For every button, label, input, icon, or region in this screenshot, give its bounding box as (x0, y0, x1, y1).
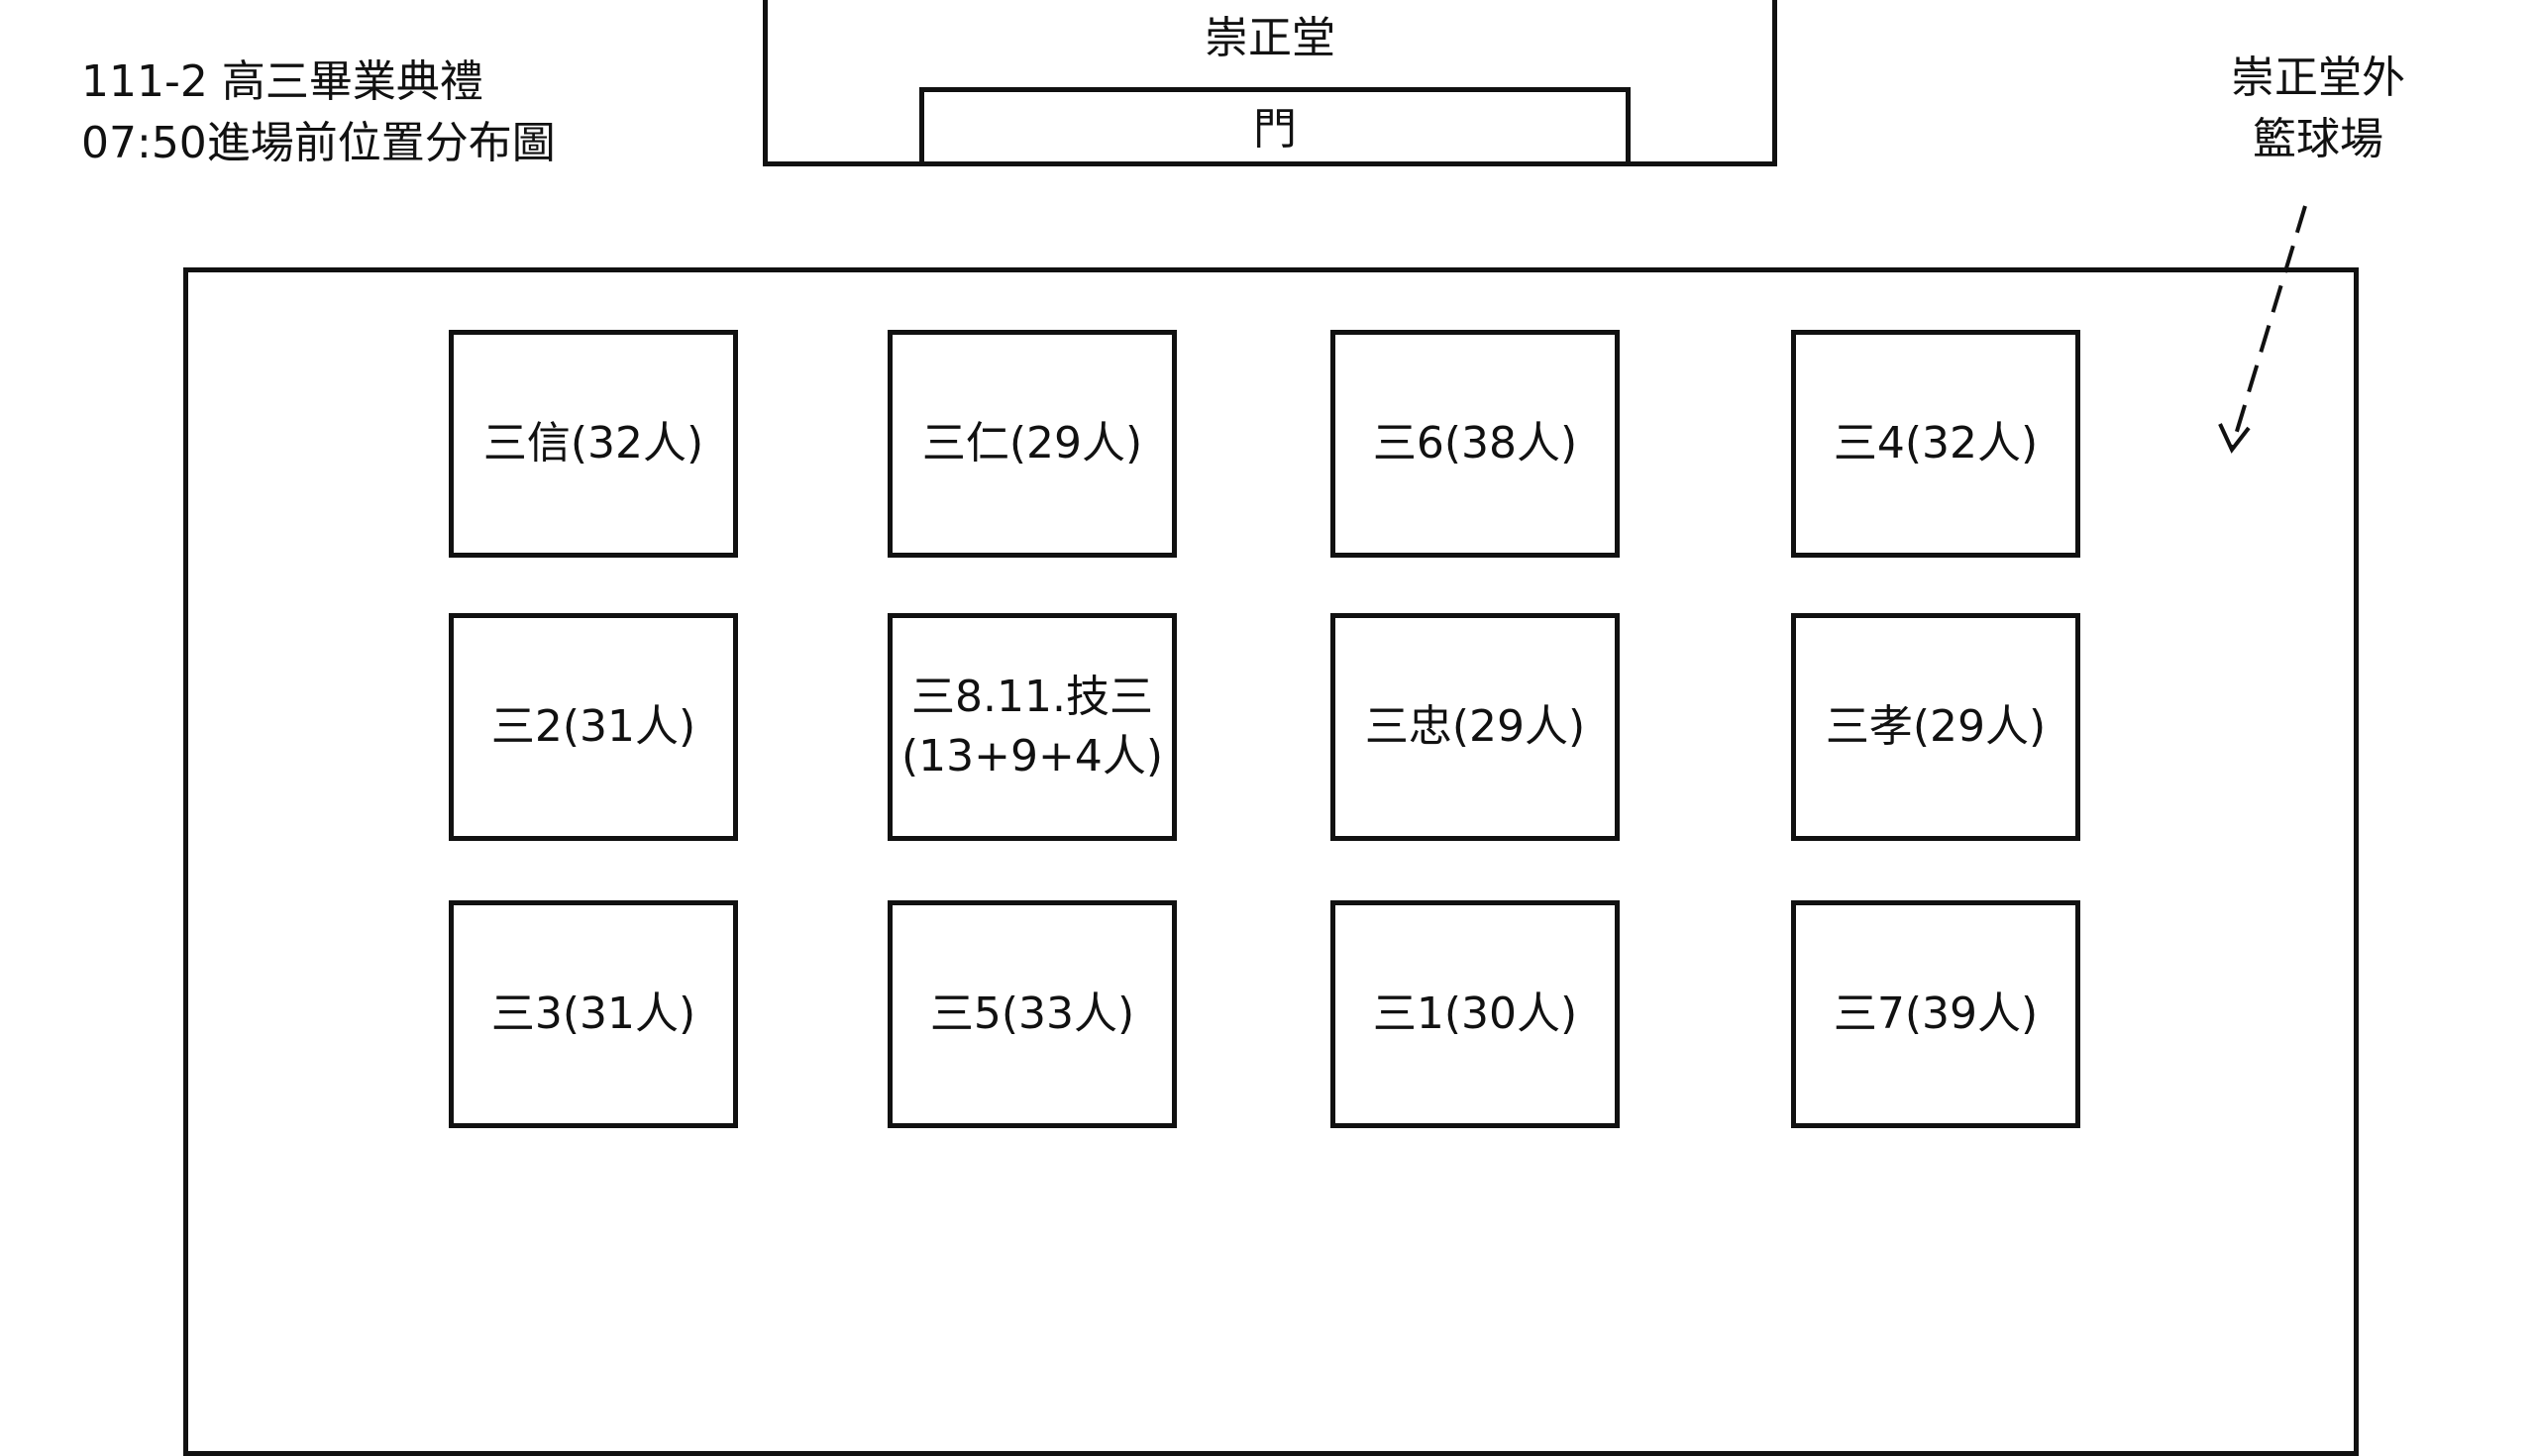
outside-label-line-1: 崇正堂外 (2231, 52, 2405, 103)
title-line-2: 07:50進場前位置分布圖 (81, 118, 556, 168)
class-label-count: (13+9+4人) (900, 731, 1164, 781)
class-label: 三4(32人) (1833, 418, 2039, 468)
class-box-r1-c1: 三信(32人) (449, 330, 738, 558)
class-box-r3-c3: 三1(30人) (1330, 900, 1620, 1128)
class-label: 三仁(29人) (921, 418, 1143, 468)
class-label: 三7(39人) (1833, 988, 2039, 1039)
arrow-head (2218, 423, 2251, 454)
class-label: 三信(32人) (482, 418, 704, 468)
diagram-title: 111-2 高三畢業典禮 07:50進場前位置分布圖 (81, 52, 556, 174)
class-box-r1-c3: 三6(38人) (1330, 330, 1620, 558)
door-label: 門 (1253, 103, 1297, 155)
class-box-r2-c4: 三孝(29人) (1791, 613, 2080, 841)
class-label: 三6(38人) (1372, 418, 1578, 468)
dashed-arrow-icon (2218, 205, 2307, 454)
outside-label-line-2: 籃球場 (2253, 114, 2383, 164)
class-box-r2-c1: 三2(31人) (449, 613, 738, 841)
hall-building: 崇正堂 門 (763, 0, 1777, 166)
class-box-r3-c1: 三3(31人) (449, 900, 738, 1128)
class-label: 三2(31人) (490, 701, 696, 752)
class-label: 三1(30人) (1372, 988, 1578, 1039)
class-box-r1-c4: 三4(32人) (1791, 330, 2080, 558)
title-line-1: 111-2 高三畢業典禮 (81, 56, 483, 107)
class-box-r3-c4: 三7(39人) (1791, 900, 2080, 1128)
class-box-r2-c3: 三忠(29人) (1330, 613, 1620, 841)
class-box-r2-c2: 三8.11.技三 (13+9+4人) (888, 613, 1177, 841)
arrow-shaft (2230, 205, 2307, 449)
class-label: 三5(33人) (929, 988, 1135, 1039)
class-label: 三8.11.技三 (911, 672, 1153, 722)
class-label: 三忠(29人) (1364, 701, 1586, 752)
outside-court-label: 崇正堂外 籃球場 (2209, 48, 2427, 170)
hall-door: 門 (919, 87, 1631, 166)
class-label: 三3(31人) (490, 988, 696, 1039)
hall-label: 崇正堂 (1205, 13, 1335, 63)
class-label: 三孝(29人) (1825, 701, 2047, 752)
class-box-r1-c2: 三仁(29人) (888, 330, 1177, 558)
class-box-r3-c2: 三5(33人) (888, 900, 1177, 1128)
